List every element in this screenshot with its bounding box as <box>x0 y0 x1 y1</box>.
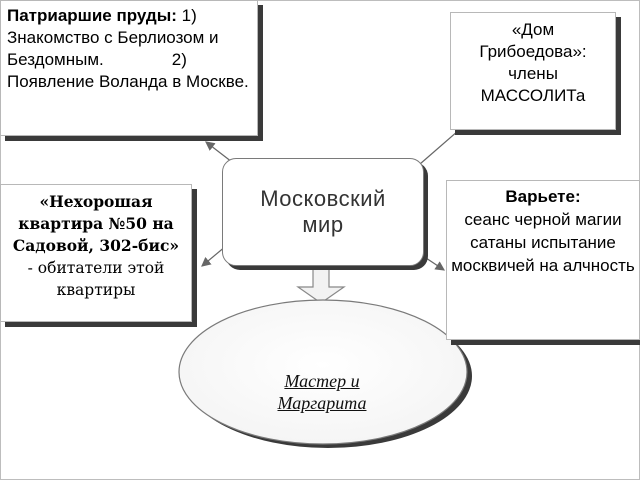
block-arrow-down <box>296 265 346 304</box>
center-moscow-world: Московский мир <box>222 158 424 266</box>
griboedov-line-3: члены <box>508 64 558 83</box>
center-line-2: мир <box>302 212 344 237</box>
griboedov-line-1: «Дом <box>511 20 555 39</box>
center-line-1: Московский <box>260 186 386 211</box>
ellipse-line-1: Мастер и <box>284 371 360 391</box>
box-variety: Варьете: сеанс черной магии сатаны испыт… <box>446 180 640 340</box>
ellipse-label: Мастер и Маргарита <box>232 370 412 414</box>
patriarch-text-2: 2) Появление Воланда в Москве. <box>7 50 249 91</box>
box-griboedov-house: «Дом Грибоедова»: члены МАССОЛИТа <box>450 12 616 130</box>
patriarch-title: Патриаршие пруды: <box>7 6 177 25</box>
bad-apartment-title: «Нехорошая квартира №50 на Садовой, 302-… <box>12 192 180 255</box>
variety-text: сеанс черной магии сатаны испытание моск… <box>451 210 635 275</box>
ellipse-master-margarita <box>178 299 468 445</box>
box-patriarch-ponds: Патриаршие пруды: 1) Знакомство с Берлио… <box>0 0 258 136</box>
patriarch-text-1: 1) Знакомство с Берлиозом и Бездомным. <box>7 6 219 69</box>
arrow-to-top-left <box>205 141 233 163</box>
arrow-to-top-right <box>419 123 467 165</box>
variety-title: Варьете: <box>505 187 581 206</box>
box-bad-apartment: «Нехорошая квартира №50 на Садовой, 302-… <box>0 184 192 322</box>
arrow-to-mid-right <box>419 253 445 271</box>
bad-apartment-text: - обитатели этой квартиры <box>27 259 165 299</box>
ellipse-line-2: Маргарита <box>277 393 367 413</box>
griboedov-line-2: Грибоедова»: <box>479 42 587 61</box>
griboedov-line-4: МАССОЛИТа <box>480 86 586 105</box>
